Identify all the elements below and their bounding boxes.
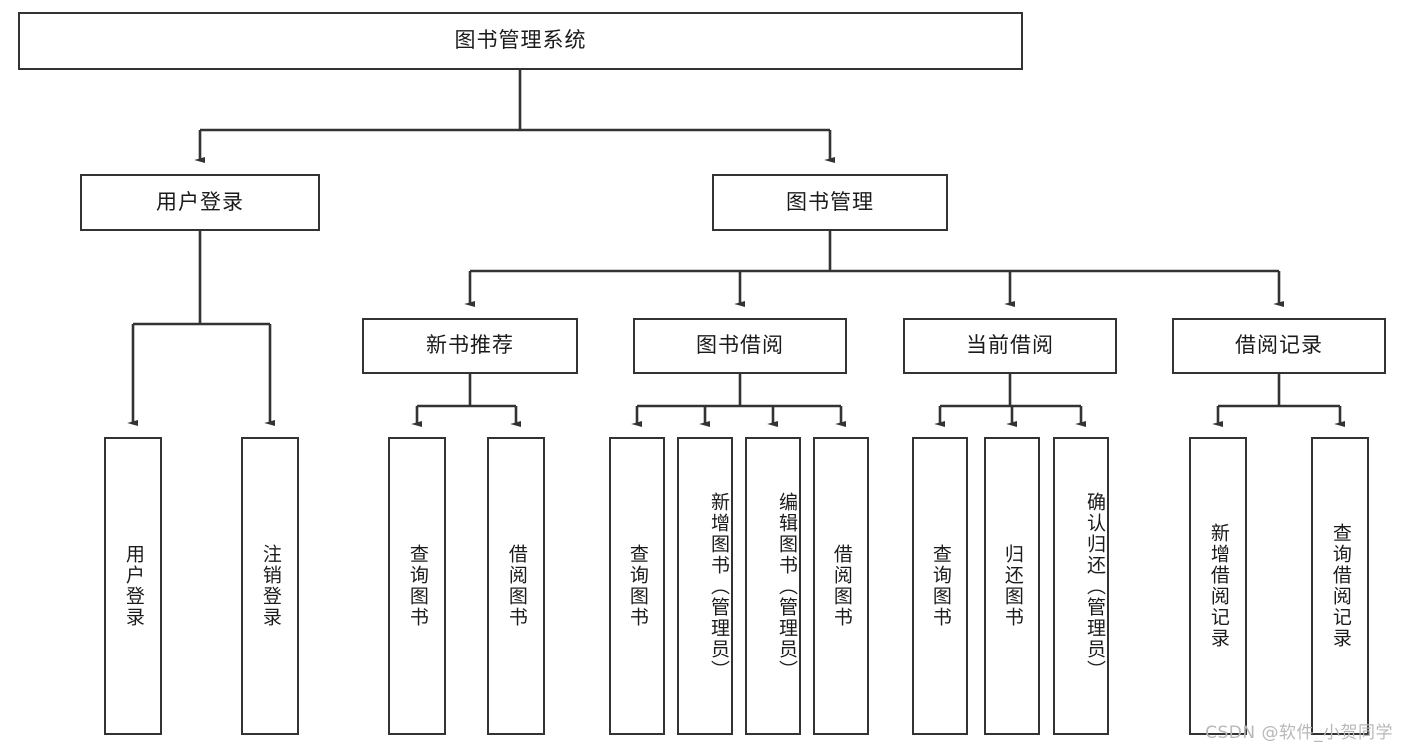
node-leaf-borrow-book-1-label: 借阅图书	[505, 544, 528, 628]
node-leaf-add-book[interactable]: 新增图书（管理员）	[677, 437, 733, 735]
node-leaf-user-login-label: 用户登录	[122, 544, 145, 628]
node-leaf-return-book-label: 归还图书	[1001, 544, 1024, 628]
node-book-borrow-label: 图书借阅	[696, 333, 784, 358]
node-user-login[interactable]: 用户登录	[80, 174, 320, 231]
node-borrow-record[interactable]: 借阅记录	[1172, 318, 1386, 374]
node-leaf-query-book-1-label: 查询图书	[406, 544, 429, 628]
node-leaf-query-record-label: 查询借阅记录	[1329, 523, 1352, 649]
node-root[interactable]: 图书管理系统	[18, 12, 1023, 70]
node-leaf-query-record[interactable]: 查询借阅记录	[1311, 437, 1369, 735]
node-leaf-query-book-3[interactable]: 查询图书	[912, 437, 968, 735]
node-current-borrow-label: 当前借阅	[966, 333, 1054, 358]
node-leaf-confirm-return[interactable]: 确认归还（管理员）	[1053, 437, 1109, 735]
node-leaf-user-login[interactable]: 用户登录	[104, 437, 162, 735]
node-new-book-recommend-label: 新书推荐	[426, 333, 514, 358]
node-leaf-edit-book[interactable]: 编辑图书（管理员）	[745, 437, 801, 735]
node-leaf-query-book-2[interactable]: 查询图书	[609, 437, 665, 735]
node-leaf-logout[interactable]: 注销登录	[241, 437, 299, 735]
node-leaf-add-book-label: 新增图书（管理员）	[708, 491, 730, 681]
node-book-manage-label: 图书管理	[786, 189, 874, 214]
node-leaf-confirm-return-label: 确认归还（管理员）	[1084, 491, 1106, 681]
node-root-label: 图书管理系统	[454, 28, 587, 53]
node-leaf-query-book-3-label: 查询图书	[929, 544, 952, 628]
node-leaf-add-record-label: 新增借阅记录	[1207, 523, 1230, 649]
node-book-manage[interactable]: 图书管理	[712, 174, 948, 231]
node-borrow-record-label: 借阅记录	[1235, 333, 1323, 358]
node-leaf-borrow-book-1[interactable]: 借阅图书	[487, 437, 545, 735]
node-leaf-add-record[interactable]: 新增借阅记录	[1189, 437, 1247, 735]
node-user-login-label: 用户登录	[156, 189, 244, 214]
node-leaf-edit-book-label: 编辑图书（管理员）	[776, 491, 798, 681]
node-leaf-logout-label: 注销登录	[259, 544, 282, 628]
node-leaf-query-book-2-label: 查询图书	[626, 544, 649, 628]
node-new-book-recommend[interactable]: 新书推荐	[362, 318, 578, 374]
node-leaf-query-book-1[interactable]: 查询图书	[388, 437, 446, 735]
node-leaf-borrow-book-2[interactable]: 借阅图书	[813, 437, 869, 735]
node-leaf-return-book[interactable]: 归还图书	[984, 437, 1040, 735]
node-leaf-borrow-book-2-label: 借阅图书	[830, 544, 853, 628]
node-current-borrow[interactable]: 当前借阅	[903, 318, 1117, 374]
csdn-watermark: CSDN @软件_小贺同学	[1205, 723, 1393, 743]
node-book-borrow[interactable]: 图书借阅	[633, 318, 847, 374]
